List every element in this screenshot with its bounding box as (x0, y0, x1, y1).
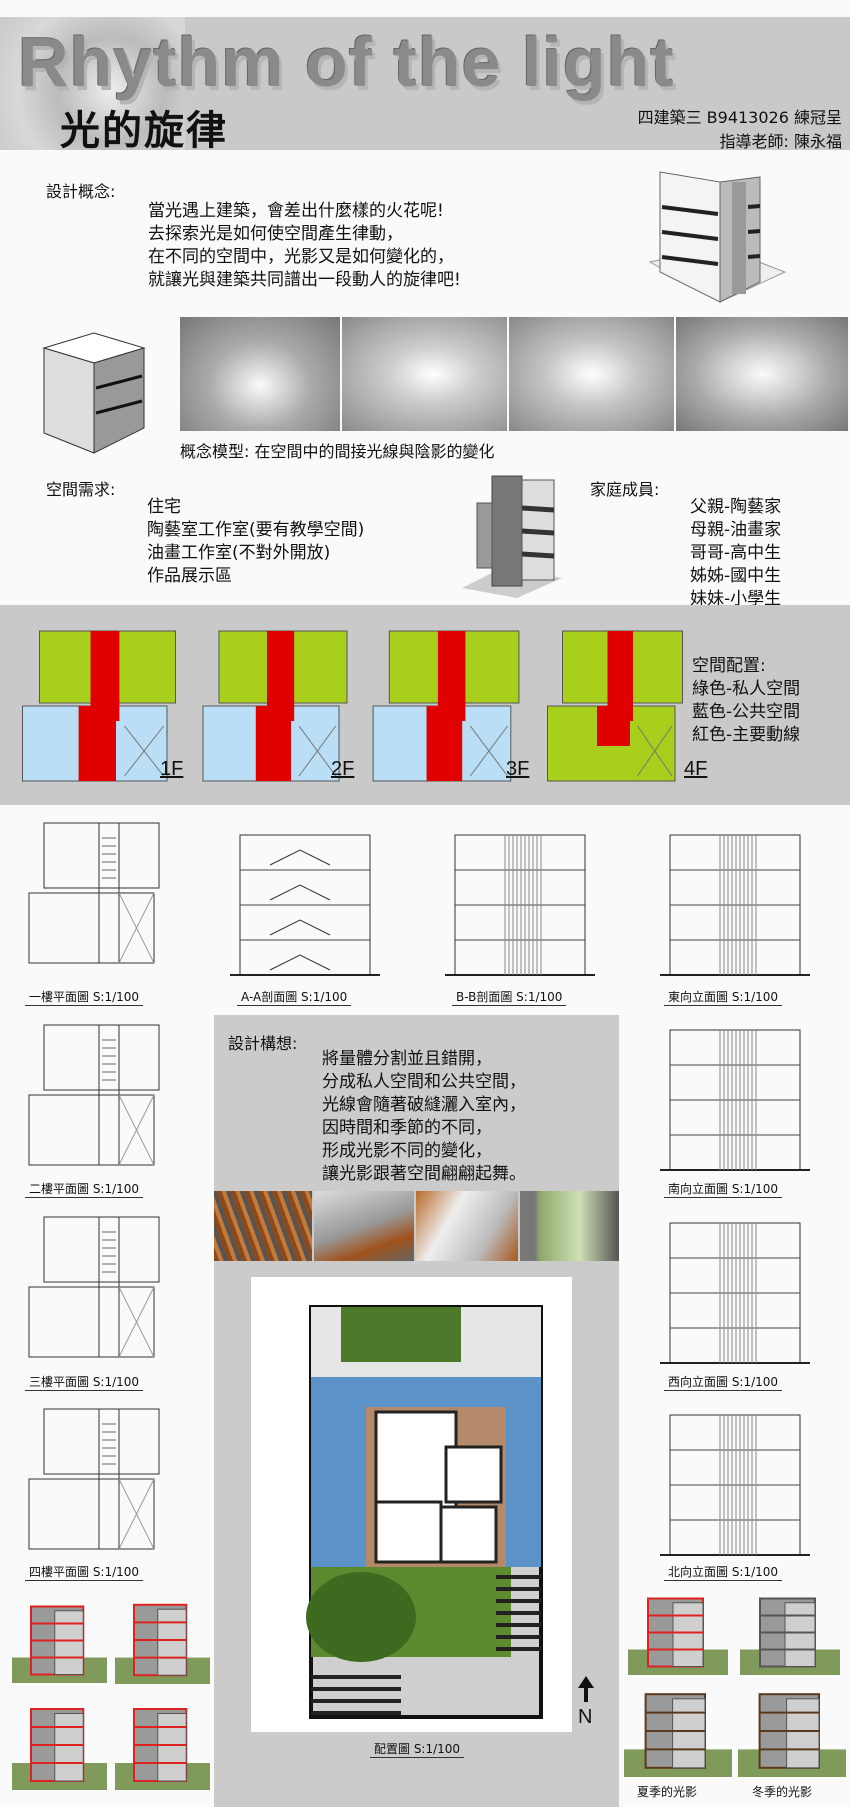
floor-label-2f: 2F (331, 758, 355, 780)
title-english: Rhythm of the light (18, 23, 675, 101)
north-elevation-drawing (660, 1414, 810, 1556)
family-member: 哥哥-高中生 (690, 543, 782, 563)
design-idea-line: 因時間和季節的不同， (322, 1118, 492, 1138)
concept-label: 設計概念: (46, 182, 116, 201)
title-chinese: 光的旋律 (60, 108, 228, 154)
interior-photo (520, 1191, 619, 1261)
section-render (12, 1708, 107, 1790)
concept-line: 在不同的空間中，光影又是如何變化的， (148, 247, 454, 267)
zoning-plan-3f (372, 630, 520, 782)
concept-model-photo (509, 317, 674, 431)
winter-shadow-caption: 冬季的光影 (752, 1785, 813, 1799)
label-plan-3f: 三樓平面圖 S:1/100 (25, 1373, 144, 1391)
summer-shadow-caption: 夏季的光影 (637, 1785, 698, 1799)
concept-line: 去探索光是如何使空間產生律動， (148, 224, 403, 244)
label-elev-west: 西向立面圖 S:1/100 (664, 1373, 783, 1391)
summer-shadow-render (624, 1693, 732, 1777)
label-elev-south: 南向立面圖 S:1/100 (664, 1180, 783, 1198)
design-idea-label: 設計構想: (228, 1034, 298, 1053)
exterior-render (740, 1597, 840, 1675)
model-caption: 概念模型: 在空間中的間接光線與陰影的變化 (180, 442, 495, 461)
south-elevation-drawing (660, 1029, 810, 1171)
requirement-item: 陶藝室工作室(要有教學空間) (147, 520, 365, 540)
section-render (628, 1597, 728, 1675)
east-elevation-drawing (660, 834, 810, 976)
family-list: 父親-陶藝家 母親-油畫家 哥哥-高中生 姊姊-國中生 妹妹-小學生 (690, 496, 781, 611)
interior-photo (416, 1191, 518, 1261)
building-model-render (648, 171, 787, 303)
section-render (12, 1605, 107, 1683)
floor-label-4f: 4F (684, 758, 708, 780)
massing-sketch (42, 332, 146, 454)
building-perspective-render (462, 475, 562, 598)
zoning-legend: 空間配置: 綠色-私人空間 藍色-公共空間 紅色-主要動線 (692, 655, 800, 747)
family-member: 妹妹-小學生 (690, 589, 782, 609)
header-swirl-image (0, 17, 185, 150)
design-idea-line: 形成光影不同的變化， (322, 1141, 492, 1161)
advisor-info: 指導老師: 陳永福 (719, 132, 842, 151)
concept-model-photo (180, 317, 340, 431)
concept-line: 當光遇上建築，會差出什麼樣的火花呢! (148, 201, 444, 221)
floor-label-3f: 3F (506, 758, 530, 780)
plan-1f-drawing (28, 822, 160, 964)
legend-item-private: 綠色-私人空間 (692, 679, 801, 699)
concept-text: 當光遇上建築，會差出什麼樣的火花呢! 去探索光是如何使空間產生律動， 在不同的空… (148, 200, 461, 292)
concept-line: 就讓光與建築共同譜出一段動人的旋律吧! (148, 270, 461, 290)
section-render (115, 1708, 210, 1790)
section-aa-drawing (230, 834, 380, 976)
requirements-label: 空間需求: (46, 480, 116, 499)
plan-3f-drawing (28, 1216, 160, 1358)
zoning-plan-4f (547, 630, 683, 782)
legend-item-public: 藍色-公共空間 (692, 702, 801, 722)
site-plan-caption: 配置圖 S:1/100 (370, 1740, 465, 1758)
interior-photo (214, 1191, 312, 1261)
section-render (115, 1603, 210, 1684)
legend-item-circulation: 紅色-主要動線 (692, 725, 801, 745)
section-bb-drawing (445, 834, 595, 976)
zoning-plan-1f (22, 630, 176, 782)
floor-label-1f: 1F (160, 758, 184, 780)
concept-model-photos (180, 317, 848, 431)
concept-model-photo (676, 317, 848, 431)
label-section-aa: A-A剖面圖 S:1/100 (237, 988, 352, 1006)
design-idea-line: 讓光影跟著空間翩翩起舞。 (322, 1164, 526, 1184)
label-elev-east: 東向立面圖 S:1/100 (664, 988, 783, 1006)
north-label: N (578, 1706, 593, 1728)
west-elevation-drawing (660, 1222, 810, 1364)
requirement-item: 作品展示區 (147, 566, 232, 586)
label-plan-4f: 四樓平面圖 S:1/100 (25, 1563, 144, 1581)
family-member: 父親-陶藝家 (690, 497, 782, 517)
zoning-plan-2f (202, 630, 348, 782)
design-idea-line: 光線會隨著破縫灑入室內， (322, 1095, 526, 1115)
label-plan-1f: 一樓平面圖 S:1/100 (25, 988, 144, 1006)
requirement-item: 住宅 (147, 497, 181, 517)
family-label: 家庭成員: (590, 480, 660, 499)
family-member: 母親-油畫家 (690, 520, 782, 540)
concept-model-photo (342, 317, 507, 431)
plan-4f-drawing (28, 1408, 160, 1550)
design-idea-line: 分成私人空間和公共空間， (322, 1072, 526, 1092)
legend-title: 空間配置: (692, 656, 766, 676)
label-plan-2f: 二樓平面圖 S:1/100 (25, 1180, 144, 1198)
design-idea-text: 將量體分割並且錯開， 分成私人空間和公共空間， 光線會隨著破縫灑入室內， 因時間… (322, 1048, 526, 1186)
requirement-item: 油畫工作室(不對外開放) (147, 543, 331, 563)
design-idea-line: 將量體分割並且錯開， (322, 1049, 492, 1069)
label-section-bb: B-B剖面圖 S:1/100 (452, 988, 567, 1006)
student-info: 四建築三 B9413026 練冠呈 (637, 108, 842, 127)
plan-2f-drawing (28, 1024, 160, 1166)
requirements-list: 住宅 陶藝室工作室(要有教學空間) 油畫工作室(不對外開放) 作品展示區 (147, 496, 364, 588)
winter-shadow-render (738, 1693, 846, 1777)
label-elev-north: 北向立面圖 S:1/100 (664, 1563, 783, 1581)
north-arrow-icon (578, 1676, 594, 1702)
site-plan (306, 1305, 543, 1719)
interior-photo (314, 1191, 414, 1261)
family-member: 姊姊-國中生 (690, 566, 782, 586)
